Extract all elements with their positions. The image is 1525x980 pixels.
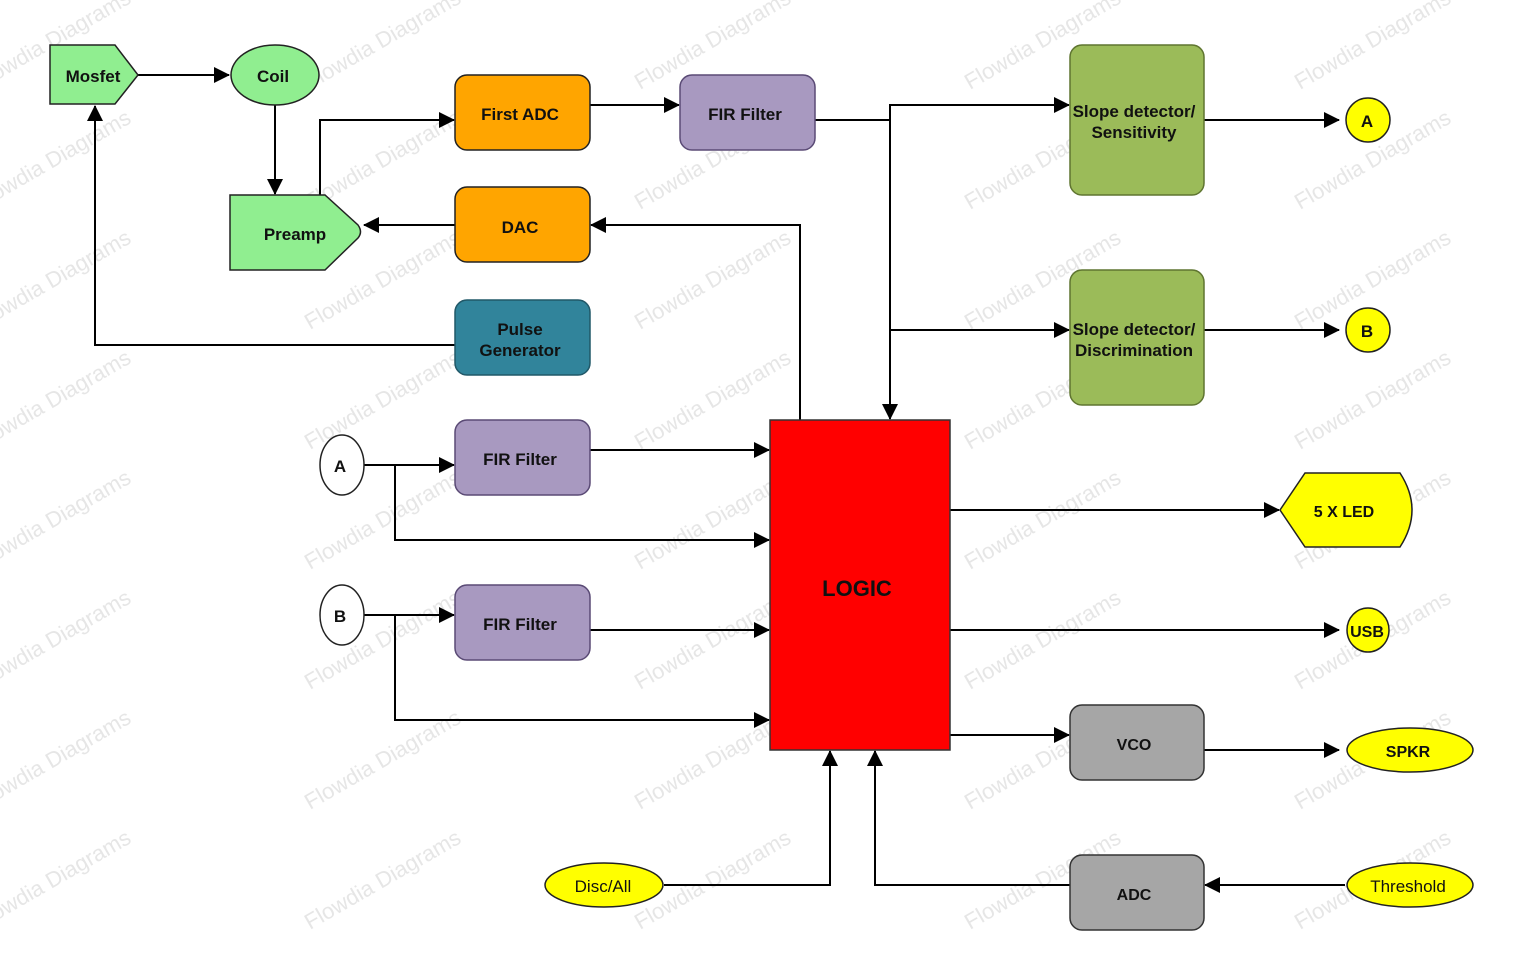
node-led[interactable]: 5 X LED — [1279, 472, 1413, 548]
node-in-a-label: A — [334, 457, 346, 476]
watermark-text: Flowdia Diagrams — [0, 705, 135, 815]
node-mosfet[interactable]: Mosfet — [49, 44, 139, 105]
node-in-a[interactable]: A — [319, 434, 365, 496]
node-preamp[interactable]: Preamp — [229, 194, 362, 271]
node-slope-sensitivity-label-1: Slope detector/ — [1073, 102, 1196, 121]
node-in-b-label: B — [334, 607, 346, 626]
watermark-text: Flowdia Diagrams — [300, 705, 465, 815]
node-in-b[interactable]: B — [319, 584, 365, 646]
edge-adc-logic — [867, 750, 1070, 886]
node-coil-label: Coil — [257, 67, 289, 86]
node-out-a-label: A — [1361, 112, 1373, 131]
watermark-text: Flowdia Diagrams — [300, 825, 465, 935]
watermark-text: Flowdia Diagrams — [1290, 345, 1455, 455]
node-adc[interactable]: ADC — [1069, 854, 1205, 931]
node-slope-discrimination[interactable]: Slope detector/ Discrimination — [1069, 269, 1205, 406]
watermark-text: Flowdia Diagrams — [0, 465, 135, 575]
node-spkr[interactable]: SPKR — [1346, 727, 1474, 773]
node-slope-discrimination-label-1: Slope detector/ — [1073, 320, 1196, 339]
watermark-text: Flowdia Diagrams — [0, 105, 135, 215]
watermark-text: Flowdia Diagrams — [960, 585, 1125, 695]
watermark-text: Flowdia Diagrams — [630, 225, 795, 335]
node-disc-all-label: Disc/All — [575, 877, 632, 896]
node-out-b-label: B — [1361, 322, 1373, 341]
node-pulse-generator-label-2: Generator — [479, 341, 561, 360]
node-pulse-generator-label-1: Pulse — [497, 320, 542, 339]
node-dac[interactable]: DAC — [454, 186, 591, 263]
edge-in-b-logic — [394, 615, 770, 728]
node-vco[interactable]: VCO — [1069, 704, 1205, 781]
node-slope-discrimination-label-2: Discrimination — [1075, 341, 1193, 360]
node-fir-filter-a-label: FIR Filter — [483, 450, 557, 469]
connectors — [87, 67, 1345, 893]
watermark-text: Flowdia Diagrams — [0, 585, 135, 695]
edge-pulse-mosfet — [87, 105, 455, 346]
watermark-text: Flowdia Diagrams — [300, 0, 465, 94]
node-disc-all[interactable]: Disc/All — [544, 862, 664, 908]
node-usb[interactable]: USB — [1346, 607, 1390, 653]
node-coil[interactable]: Coil — [230, 44, 320, 106]
node-mosfet-label: Mosfet — [66, 67, 121, 86]
node-dac-label: DAC — [502, 218, 539, 237]
node-preamp-label: Preamp — [264, 225, 326, 244]
node-threshold[interactable]: Threshold — [1346, 862, 1474, 908]
edge-junction-slope-sensitivity — [889, 97, 1070, 120]
edge-preamp-first-adc — [319, 112, 455, 195]
node-fir-filter-a[interactable]: FIR Filter — [454, 419, 591, 496]
node-spkr-label: SPKR — [1386, 744, 1431, 761]
watermark-text: Flowdia Diagrams — [960, 465, 1125, 575]
node-out-b[interactable]: B — [1345, 307, 1391, 353]
watermark-text: Flowdia Diagrams — [0, 225, 135, 335]
node-logic[interactable]: LOGIC — [769, 419, 951, 751]
node-usb-label: USB — [1350, 624, 1384, 641]
watermark-text: Flowdia Diagrams — [1290, 0, 1455, 94]
node-fir-filter-top-label: FIR Filter — [708, 105, 782, 124]
watermark-text: Flowdia Diagrams — [0, 345, 135, 455]
node-logic-label: LOGIC — [822, 576, 892, 601]
node-adc-label: ADC — [1117, 887, 1152, 904]
edge-in-a-logic — [394, 465, 770, 548]
node-vco-label: VCO — [1117, 737, 1152, 754]
node-fir-filter-b[interactable]: FIR Filter — [454, 584, 591, 661]
node-first-adc[interactable]: First ADC — [454, 74, 591, 151]
edge-logic-dac — [590, 217, 801, 420]
node-pulse-generator[interactable]: Pulse Generator — [454, 299, 591, 376]
node-out-a[interactable]: A — [1345, 97, 1391, 143]
node-led-label: 5 X LED — [1314, 504, 1374, 521]
node-fir-filter-top[interactable]: FIR Filter — [679, 74, 816, 151]
watermark-text: Flowdia Diagrams — [300, 345, 465, 455]
node-slope-sensitivity[interactable]: Slope detector/ Sensitivity — [1069, 44, 1205, 196]
edge-disc-all-logic — [664, 750, 838, 886]
node-first-adc-label: First ADC — [481, 105, 559, 124]
watermark-text: Flowdia Diagrams — [0, 825, 135, 935]
node-slope-sensitivity-label-2: Sensitivity — [1091, 123, 1177, 142]
node-fir-filter-b-label: FIR Filter — [483, 615, 557, 634]
node-threshold-label: Threshold — [1370, 877, 1446, 896]
